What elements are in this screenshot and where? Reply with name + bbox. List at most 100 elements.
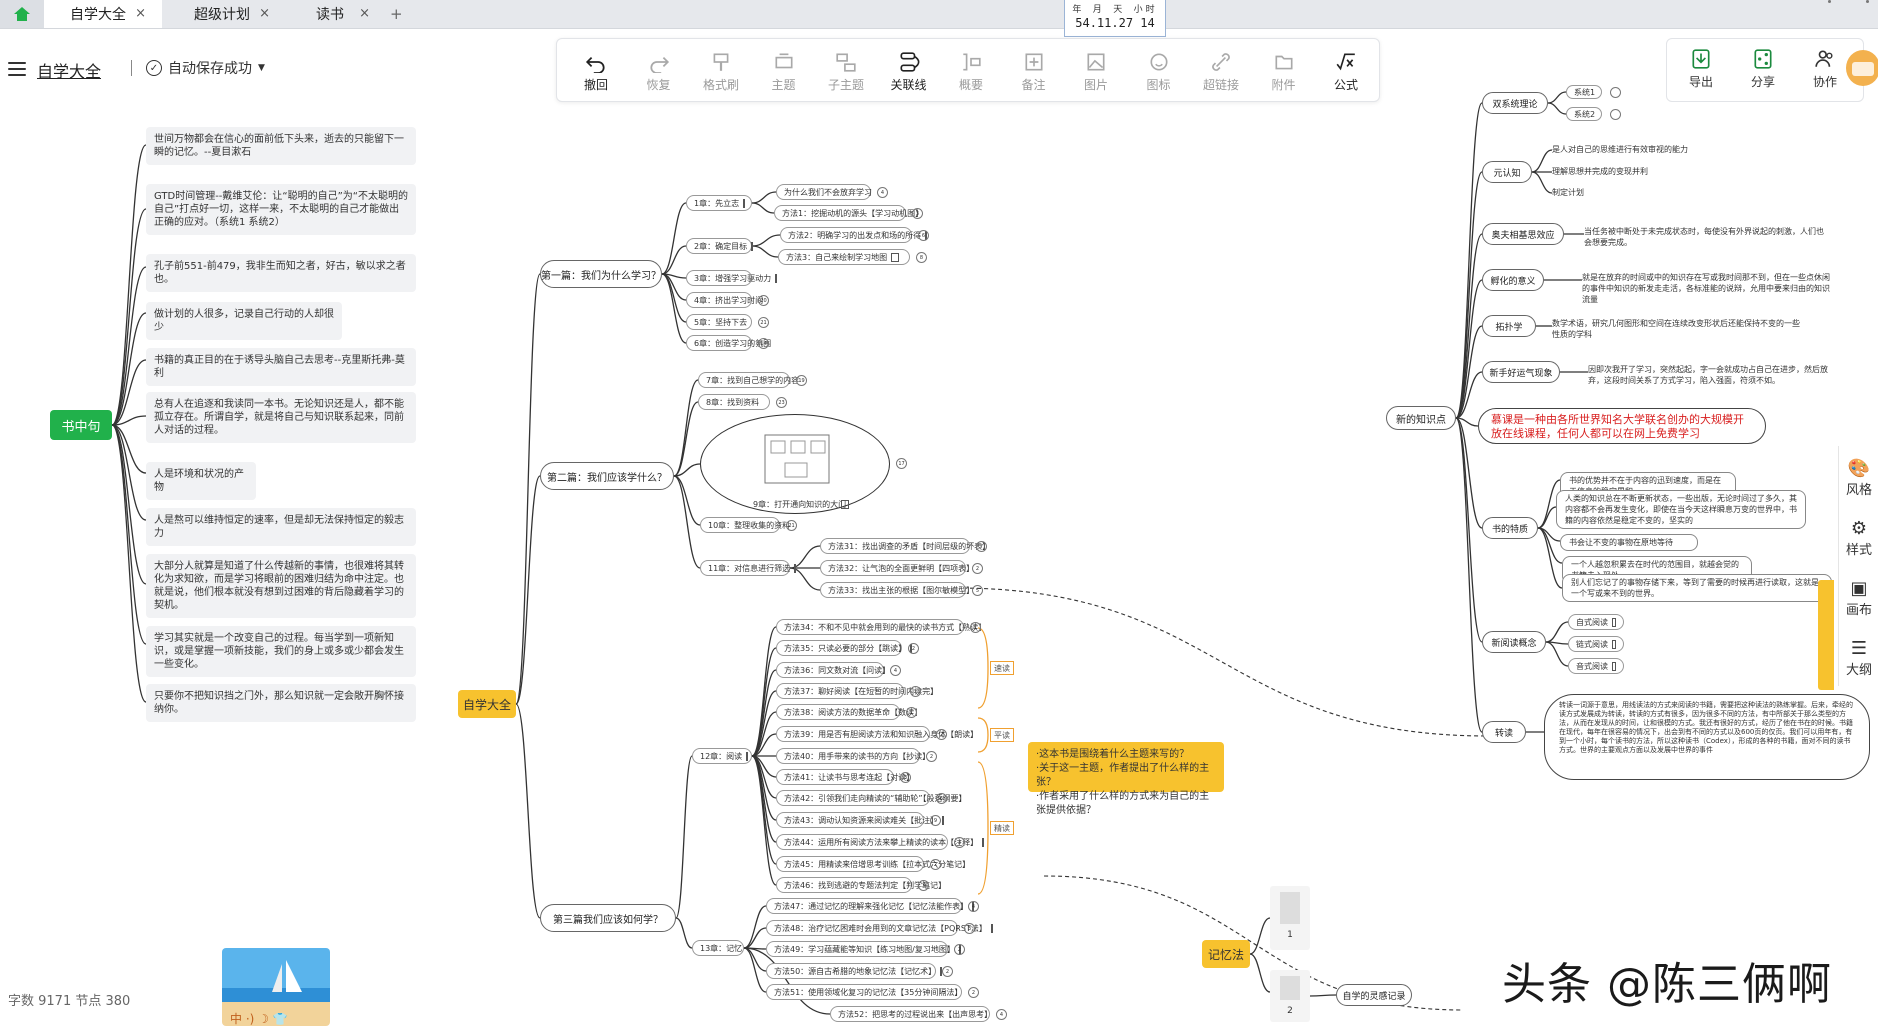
- quote-node[interactable]: 学习其实就是一个改变自己的过程。每当学到一项新知识，或是掌握一项新技能，我们的身…: [146, 626, 416, 677]
- right-root-node[interactable]: 新的知识点: [1386, 406, 1456, 430]
- quote-node[interactable]: 总有人在追逐和我读同一本书。无论知识还是人，都不能孤立存在。所谓自学，就是将自己…: [146, 392, 416, 443]
- quote-node[interactable]: 做计划的人很多，记录自己行动的人却很少: [146, 302, 342, 340]
- panel-toggle-tab[interactable]: [1818, 580, 1834, 690]
- tab-zixuedaquan[interactable]: 自学大全×: [44, 0, 162, 28]
- subnode[interactable]: 系统2: [1566, 107, 1602, 121]
- method-node[interactable]: 方法31：找出调查的矛盾【时间层级的坏表】: [820, 538, 990, 554]
- toolbar-attachment-button[interactable]: 附件: [1253, 39, 1315, 101]
- knowledge-node[interactable]: 转读: [1482, 721, 1526, 743]
- knowledge-node[interactable]: 奥夫相基思效应: [1482, 223, 1564, 245]
- reading-type-node[interactable]: 自式阅读: [1568, 614, 1624, 630]
- central-root-node[interactable]: 自学大全: [458, 690, 516, 718]
- chapter-node[interactable]: 7章：找到自己想学的内容: [698, 372, 799, 388]
- chevron-down-icon[interactable]: ▼: [258, 63, 265, 73]
- toolbar-topic-button[interactable]: 主题: [753, 39, 815, 101]
- home-button[interactable]: [0, 0, 44, 28]
- knowledge-node[interactable]: 书的特质: [1482, 517, 1538, 539]
- summary-callout[interactable]: ·这本书是围绕着什么主题来写的？·关于这一主题，作者提出了什么样的主张？·作者采…: [1028, 742, 1224, 816]
- chapter-node[interactable]: 1章：先立志: [686, 195, 752, 211]
- toolbar-format-brush-button[interactable]: 格式刷: [690, 39, 752, 101]
- chapter-node[interactable]: 6章：创造学习的氛围: [686, 335, 771, 351]
- method-node[interactable]: 方法44：运用所有阅读方法来攀上精读的读本【注释】: [776, 834, 985, 850]
- knowledge-node[interactable]: 新手好运气现象: [1482, 361, 1560, 383]
- method-node[interactable]: 方法41：让读书与思考连起【对读】: [776, 769, 914, 785]
- toolbar-redo-button[interactable]: 恢复: [628, 39, 690, 101]
- quote-node[interactable]: 人是环境和状况的产物: [146, 462, 256, 500]
- method-node[interactable]: 方法36：同文数对流【问读】: [776, 662, 890, 678]
- chapter-node[interactable]: 11章：对信息进行筛选: [700, 560, 797, 576]
- toolbar-note-button[interactable]: 备注: [1003, 39, 1065, 101]
- chapter-node[interactable]: 12章：阅读: [692, 748, 752, 764]
- method-node[interactable]: 方法40：用手带来的读书的方向【抄读】: [776, 748, 930, 764]
- toolbar-subtopic-button[interactable]: 子主题: [815, 39, 877, 101]
- knowledge-node[interactable]: 孵化的意义: [1482, 269, 1544, 291]
- summary-tag[interactable]: 速读: [990, 661, 1014, 675]
- method-node[interactable]: 方法47：通过记忆的理解来强化记忆【记忆法能作表】: [766, 898, 975, 914]
- part3-node[interactable]: 第三篇我们应该如何学？: [540, 904, 676, 932]
- method-node[interactable]: 方法1：挖掘动机的源头【学习动机图】: [774, 205, 923, 221]
- part2-node[interactable]: 第二篇：我们应该学什么？: [540, 462, 674, 490]
- trait-node[interactable]: 书会让不变的事物在原地等待: [1560, 534, 1698, 551]
- document-title[interactable]: 自学大全: [37, 62, 102, 81]
- method-node[interactable]: 方法2：明确学习的出发点和场的所得: [780, 227, 928, 243]
- method-node[interactable]: 方法33：找出主张的根据【图尔敏模型】: [820, 582, 974, 598]
- save-status[interactable]: ✓ 自动保存成功 ▼: [146, 58, 265, 78]
- side-canvas[interactable]: ▣画布: [1839, 578, 1878, 618]
- method-node[interactable]: 方法50：源自古希腊的地象记忆法【记忆术】: [766, 963, 943, 979]
- method-node[interactable]: 方法32：让气泡的全面更鲜明【四项表】: [820, 560, 974, 576]
- toolbar-image-button[interactable]: 图片: [1065, 39, 1127, 101]
- method-node[interactable]: 方法34：不和不见中就会用到的最快的读书方式【熟读】: [776, 619, 986, 635]
- method-node[interactable]: 方法3：自己来绘制学习地图: [778, 249, 910, 265]
- trait-node[interactable]: 别人们忘记了的事物存储下来，等到了需要的时候再进行读取，这就是一个写或来不到的世…: [1562, 574, 1832, 602]
- summary-tag[interactable]: 精读: [990, 821, 1014, 835]
- toolbar-collaborate-button[interactable]: 协作: [1795, 39, 1855, 99]
- record-node[interactable]: 自学的灵感记录: [1336, 984, 1412, 1006]
- page-thumb[interactable]: 1: [1270, 886, 1310, 950]
- method-node[interactable]: 方法39：用是否有胆阅读方法和知识融入身体【朗读】: [776, 726, 978, 742]
- side-outline[interactable]: ☰大纲: [1839, 638, 1878, 678]
- close-icon[interactable]: ×: [259, 6, 270, 21]
- subnode[interactable]: 系统1: [1566, 85, 1602, 99]
- toolbar-export-button[interactable]: 导出: [1671, 39, 1731, 99]
- mooc-note[interactable]: 慕课是一种由各所世界知名大学联名创办的大规模开放在线课程，任何人都可以在网上免费…: [1478, 408, 1766, 444]
- method-node[interactable]: 为什么我们不会放弃学习: [776, 184, 872, 200]
- minimap-thumbnail[interactable]: 中 ·) ☽ 👕: [222, 948, 330, 1026]
- quote-node[interactable]: 人是熬可以维持恒定的速率，但是却无法保持恒定的毅志力: [146, 508, 416, 546]
- quote-node[interactable]: GTD时间管理--戴维艾伦：让“聪明的自己”为“不太聪明的自己”打点好一切，这样…: [146, 184, 416, 235]
- chapter-node[interactable]: 5章：坚持下去: [686, 314, 752, 330]
- chapter-node[interactable]: 8章：找到资料: [698, 394, 770, 410]
- summary-tag[interactable]: 平读: [990, 728, 1014, 742]
- method-node[interactable]: 方法43：调动认知资源来阅读难关【批注】: [776, 812, 945, 828]
- quote-node[interactable]: 书籍的真正目的在于诱导头脑自己去思考--克里斯托弗-莫利: [146, 348, 416, 386]
- toolbar-undo-button[interactable]: 撤回: [565, 39, 627, 101]
- tab-chaojijihua[interactable]: 超级计划×: [168, 0, 286, 28]
- menu-button[interactable]: [8, 62, 26, 76]
- toolbar-share-button[interactable]: 分享: [1733, 39, 1793, 99]
- quote-node[interactable]: 只要你不把知识挡之门外，那么知识就一定会敞开胸怀接纳你。: [146, 684, 416, 722]
- add-tab-icon[interactable]: +: [390, 5, 403, 23]
- close-icon[interactable]: ×: [135, 6, 146, 21]
- close-icon[interactable]: ×: [359, 6, 370, 21]
- side-style[interactable]: 🎨风格: [1839, 458, 1878, 498]
- method-node[interactable]: 方法37：聊好阅读【在短暂的时间内读完】: [776, 683, 938, 699]
- reading-type-node[interactable]: 链式阅读: [1568, 636, 1624, 652]
- page-thumb[interactable]: 2: [1270, 970, 1310, 1022]
- quote-node[interactable]: 大部分人就算是知道了什么传越新的事情，也很难将其转化为求知欲，而是学习将眼前的困…: [146, 554, 416, 618]
- chapter-node[interactable]: 3章：增强学习驱动力: [686, 270, 778, 286]
- knowledge-node[interactable]: 新阅读概念: [1482, 631, 1546, 653]
- chapter-node[interactable]: 2章：确定目标: [686, 238, 754, 254]
- user-avatar[interactable]: [1846, 50, 1878, 86]
- toolbar-link-button[interactable]: 超链接: [1190, 39, 1252, 101]
- knowledge-node[interactable]: 双系统理论: [1482, 92, 1548, 114]
- chapter-node[interactable]: 10章：整理收集的资料: [700, 517, 790, 533]
- quote-node[interactable]: 孔子前551-前479，我非生而知之者，好古，敏以求之者也。: [146, 254, 416, 292]
- toolbar-relation-line-button[interactable]: 关联线: [878, 39, 940, 101]
- method-node[interactable]: 方法48：治疗记忆困难时会用到的文章记忆法【PQRST法】: [766, 920, 993, 936]
- reading-type-node[interactable]: 音式阅读: [1568, 658, 1624, 674]
- knowledge-node[interactable]: 元认知: [1482, 161, 1532, 183]
- method-node[interactable]: 方法45：用精读来倍增思考训练【拉本式六分笔记】: [776, 856, 970, 872]
- method-node[interactable]: 方法51：使用领域化复习的记忆法【35分钟间隔法】: [766, 984, 962, 1000]
- chapter-diagram-node[interactable]: 9章：打开通向知识的大门: [700, 414, 890, 514]
- toolbar-summary-button[interactable]: 概要: [940, 39, 1002, 101]
- transfer-reading-note[interactable]: 转读一词源于意思，用线读法的方式来阅读的书籍，需要把这种读法的熟练掌握。后来，牵…: [1544, 694, 1870, 780]
